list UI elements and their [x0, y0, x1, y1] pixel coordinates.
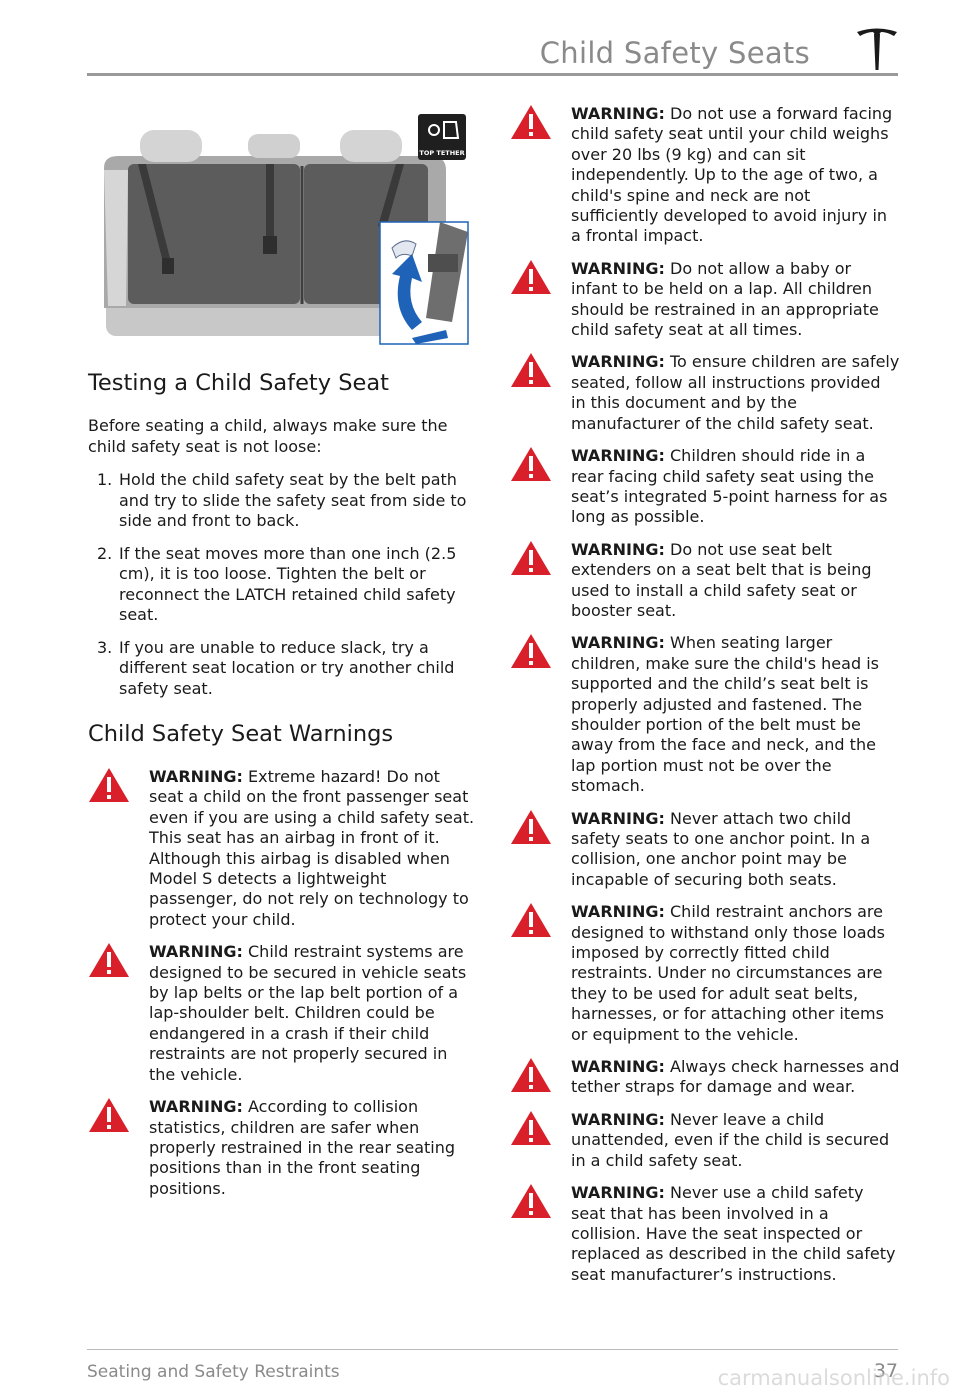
- warning-triangle-icon: [511, 1110, 551, 1145]
- testing-steps: 1.Hold the child safety seat by the belt…: [88, 470, 478, 699]
- warning-triangle-icon: [89, 1098, 129, 1133]
- warning-item: WARNING: To ensure children are safely s…: [510, 352, 900, 434]
- warning-triangle-icon: [511, 903, 551, 938]
- warning-item: WARNING: Child restraint anchors are des…: [510, 902, 900, 1045]
- warning-item: WARNING: According to collision statisti…: [88, 1097, 478, 1199]
- warning-item: WARNING: Do not use seat belt extenders …: [510, 540, 900, 622]
- right-column: WARNING: Do not use a forward facing chi…: [510, 104, 900, 1297]
- warning-triangle-icon: [511, 259, 551, 294]
- list-item: 2.If the seat moves more than one inch (…: [97, 543, 457, 625]
- warning-item: WARNING: Do not allow a baby or infant t…: [510, 259, 900, 341]
- footer-section-name: Seating and Safety Restraints: [87, 1362, 340, 1382]
- warning-triangle-icon: [511, 1058, 551, 1093]
- watermark: carmanualsonline.info: [717, 1366, 950, 1390]
- top-tether-badge-text: TOP TETHER: [419, 149, 464, 157]
- warning-item: WARNING: Never attach two child safety s…: [510, 809, 900, 891]
- warning-triangle-icon: [511, 447, 551, 482]
- testing-section-title: Testing a Child Safety Seat: [88, 370, 389, 396]
- warning-item: WARNING: Never leave a child unattended,…: [510, 1110, 900, 1171]
- warning-item: WARNING: When seating larger children, m…: [510, 633, 900, 796]
- warnings-section-title: Child Safety Seat Warnings: [88, 721, 394, 747]
- list-item: 3.If you are unable to reduce slack, try…: [97, 637, 455, 698]
- warning-triangle-icon: [89, 943, 129, 978]
- warning-triangle-icon: [89, 768, 129, 802]
- tesla-logo-icon: [857, 28, 897, 70]
- warning-triangle-icon: [511, 540, 551, 575]
- testing-intro: Before seating a child, always make sure…: [88, 416, 448, 456]
- warning-item: WARNING: Never use a child safety seat t…: [510, 1183, 900, 1285]
- warning-triangle-icon: [511, 1184, 551, 1219]
- list-item: 1.Hold the child safety seat by the belt…: [97, 470, 467, 530]
- footer-rule: [87, 1349, 898, 1350]
- warning-item: WARNING: Always check harnesses and teth…: [510, 1057, 900, 1098]
- warning-item: WARNING: Extreme hazard! Do not seat a c…: [88, 767, 478, 930]
- warning-triangle-icon: [511, 809, 551, 844]
- warning-triangle-icon: [511, 105, 551, 139]
- page-number: 37: [873, 1360, 898, 1382]
- left-column: Testing a Child Safety Seat Before seati…: [88, 370, 478, 1211]
- rear-seat-illustration: TOP TETHER: [100, 108, 470, 348]
- warning-item: WARNING: Child restraint systems are des…: [88, 942, 478, 1085]
- warning-item: WARNING: Do not use a forward facing chi…: [510, 104, 900, 247]
- warning-triangle-icon: [511, 353, 551, 388]
- header-rule: [87, 73, 898, 76]
- page-header-title: Child Safety Seats: [539, 36, 810, 70]
- warning-triangle-icon: [511, 634, 551, 669]
- warning-item: WARNING: Children should ride in a rear …: [510, 446, 900, 528]
